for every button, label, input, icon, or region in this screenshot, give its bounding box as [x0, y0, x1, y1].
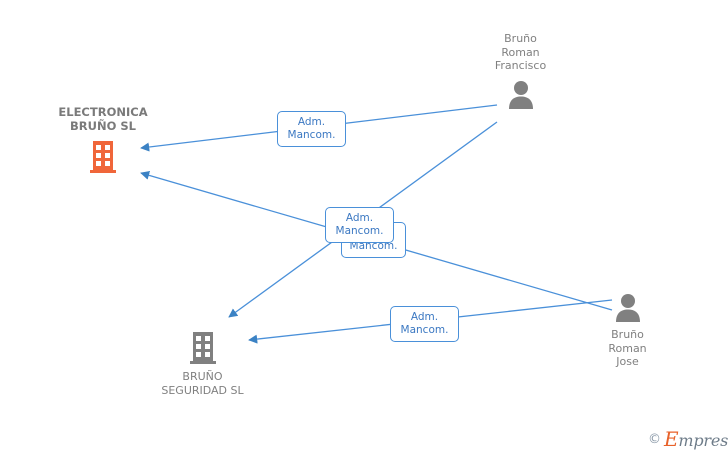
building-icon — [38, 133, 168, 173]
watermark-empresia: © Empresia — [648, 427, 728, 450]
node-bruno-roman-jose[interactable]: Bruño Roman Jose — [565, 292, 690, 369]
person-icon — [458, 73, 583, 109]
edge-label-adm-mancom-bottom[interactable]: Adm. Mancom. — [390, 306, 459, 342]
node-electronica-bruno-label: ELECTRONICA BRUÑO SL — [58, 105, 148, 133]
node-bruno-roman-francisco[interactable]: Bruño Roman Francisco — [458, 32, 583, 109]
node-bruno-roman-jose-label: Bruño Roman Jose — [608, 328, 647, 368]
copyright-icon: © — [648, 431, 661, 447]
node-electronica-bruno[interactable]: ELECTRONICA BRUÑO SL — [38, 105, 168, 173]
watermark-brand: Empresia — [664, 427, 728, 450]
edge-label-adm-mancom-center-front[interactable]: Adm. Mancom. — [325, 207, 394, 243]
node-bruno-roman-francisco-label: Bruño Roman Francisco — [494, 32, 547, 72]
building-icon — [140, 330, 265, 364]
watermark-brand-rest: mpresia — [678, 431, 728, 450]
node-bruno-seguridad[interactable]: BRUÑO SEGURIDAD SL — [140, 330, 265, 397]
edge-label-adm-mancom-top[interactable]: Adm. Mancom. — [277, 111, 346, 147]
node-bruno-seguridad-label: BRUÑO SEGURIDAD SL — [161, 370, 244, 397]
person-icon — [565, 292, 690, 322]
watermark-brand-initial: E — [664, 427, 679, 450]
